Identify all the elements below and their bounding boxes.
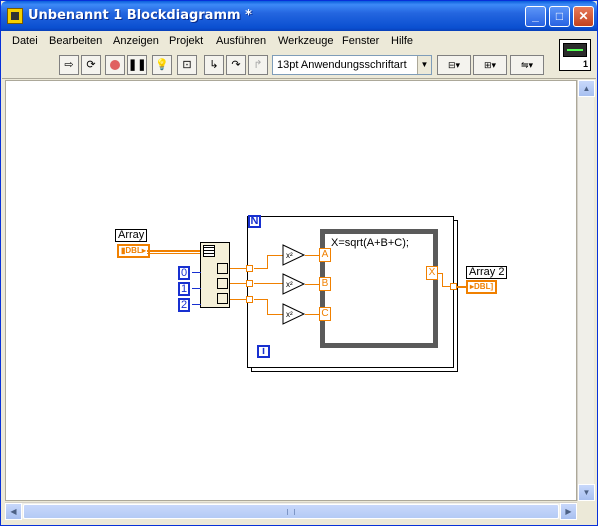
- formula-input-c[interactable]: C: [319, 307, 331, 321]
- loop-tunnel-c[interactable]: [246, 296, 253, 303]
- wire-c-1[interactable]: [230, 299, 247, 300]
- wire-x-2[interactable]: [442, 273, 443, 286]
- menu-werkzeuge[interactable]: Werkzeuge: [278, 35, 334, 47]
- reorder-icon[interactable]: ⇋▾: [510, 55, 544, 75]
- square-function-a[interactable]: x²: [282, 244, 306, 266]
- array2-output-type: DBL: [474, 282, 491, 291]
- menu-fenster[interactable]: Fenster: [342, 35, 380, 47]
- font-select-value: 13pt Anwendungsschriftart: [277, 59, 407, 71]
- abort-icon[interactable]: [105, 55, 125, 75]
- index-output-2: [217, 293, 228, 304]
- array-input-label: Array: [115, 229, 148, 242]
- scroll-up-icon[interactable]: ▲: [578, 80, 595, 97]
- menu-datei[interactable]: Datei: [12, 35, 38, 47]
- array2-output-label: Array 2: [466, 266, 508, 279]
- menu-anzeigen[interactable]: Anzeigen: [113, 35, 159, 47]
- index-constant-0[interactable]: 0: [178, 266, 190, 280]
- highlight-execution-icon[interactable]: 💡: [152, 55, 172, 75]
- output-wire[interactable]: [457, 286, 467, 288]
- menu-bar: Datei Bearbeiten Anzeigen Projekt Ausfüh…: [2, 31, 596, 51]
- wire-a-2[interactable]: [254, 268, 267, 269]
- minimize-button[interactable]: _: [525, 6, 546, 27]
- horizontal-scrollbar[interactable]: ◀ ▶: [5, 502, 577, 520]
- wire-b-5[interactable]: [305, 284, 320, 285]
- vi-icon-number: 1: [582, 59, 588, 69]
- scroll-right-icon[interactable]: ▶: [560, 503, 577, 520]
- grip-icon: [287, 509, 295, 515]
- menu-bearbeiten[interactable]: Bearbeiten: [49, 35, 103, 47]
- formula-input-b[interactable]: B: [319, 277, 331, 291]
- wire-a-4[interactable]: [267, 255, 283, 256]
- vi-icon-screen: [563, 43, 587, 57]
- resize-corner[interactable]: [577, 502, 594, 519]
- menu-ausfuehren[interactable]: Ausführen: [216, 35, 267, 47]
- maximize-button[interactable]: □: [549, 6, 570, 27]
- loop-tunnel-b[interactable]: [246, 280, 253, 287]
- input-wire[interactable]: [147, 250, 201, 252]
- labview-app-icon[interactable]: [7, 8, 23, 24]
- constant-wire-0[interactable]: [192, 272, 201, 273]
- vi-icon[interactable]: 1: [559, 39, 591, 71]
- square-symbol-a: x²: [286, 251, 293, 260]
- wire-c-2[interactable]: [254, 299, 267, 300]
- index-array-node[interactable]: [200, 242, 230, 308]
- run-arrow-icon[interactable]: ⇨: [59, 55, 79, 75]
- wire-c-3[interactable]: [267, 299, 268, 314]
- wire-b-1[interactable]: [230, 283, 247, 284]
- input-wire-2: [147, 253, 201, 254]
- step-out-icon[interactable]: ↱: [248, 55, 268, 75]
- square-function-b[interactable]: x²: [282, 273, 306, 295]
- step-into-icon[interactable]: ↳: [204, 55, 224, 75]
- formula-input-a[interactable]: A: [319, 248, 331, 262]
- wire-c-5[interactable]: [305, 314, 320, 315]
- square-symbol-b: x²: [286, 280, 293, 289]
- array2-output-terminal[interactable]: ▸DBL]: [466, 280, 498, 294]
- wire-a-3[interactable]: [267, 255, 268, 269]
- wire-a-5[interactable]: [305, 255, 320, 256]
- index-output-0: [217, 263, 228, 274]
- step-over-icon[interactable]: ↷: [226, 55, 246, 75]
- chevron-down-icon[interactable]: ▼: [417, 56, 431, 74]
- run-continuously-icon[interactable]: ⟳: [81, 55, 101, 75]
- wire-b-2[interactable]: [254, 283, 283, 284]
- horizontal-scroll-thumb[interactable]: [23, 504, 559, 519]
- index-output-1: [217, 278, 228, 289]
- square-function-c[interactable]: x²: [282, 303, 306, 325]
- align-objects-icon[interactable]: ⊟▾: [437, 55, 471, 75]
- formula-output-x[interactable]: X: [426, 266, 438, 280]
- font-select[interactable]: 13pt Anwendungsschriftart ▼: [272, 55, 432, 75]
- square-symbol-c: x²: [286, 310, 293, 319]
- array-input-terminal[interactable]: ▮DBL▸: [117, 244, 150, 258]
- wire-x-1[interactable]: [438, 273, 443, 274]
- formula-expression[interactable]: X=sqrt(A+B+C);: [331, 237, 409, 249]
- array-grid-icon: [203, 245, 215, 257]
- scroll-down-icon[interactable]: ▼: [578, 484, 595, 501]
- wire-a-1[interactable]: [230, 268, 247, 269]
- toolbar: ⇨ ⟳ ❚❚ 💡 ⊡ ↳ ↷ ↱ 13pt Anwendungsschrifta…: [2, 51, 596, 79]
- wire-c-4[interactable]: [267, 314, 283, 315]
- loop-tunnel-a[interactable]: [246, 265, 253, 272]
- index-constant-1[interactable]: 1: [178, 282, 190, 296]
- pause-icon[interactable]: ❚❚: [127, 55, 147, 75]
- loop-count-terminal[interactable]: N: [248, 215, 261, 228]
- index-constant-2[interactable]: 2: [178, 298, 190, 312]
- constant-wire-2[interactable]: [192, 304, 201, 305]
- scroll-left-icon[interactable]: ◀: [5, 503, 22, 520]
- constant-wire-1[interactable]: [192, 288, 201, 289]
- close-button[interactable]: ✕: [573, 6, 594, 27]
- distribute-objects-icon[interactable]: ⊞▾: [473, 55, 507, 75]
- window-title: Unbenannt 1 Blockdiagramm *: [28, 8, 252, 23]
- array-input-type: DBL: [125, 246, 142, 255]
- menu-projekt[interactable]: Projekt: [169, 35, 204, 47]
- menu-hilfe[interactable]: Hilfe: [391, 35, 414, 47]
- loop-iteration-terminal: i: [257, 345, 270, 358]
- wire-x-3[interactable]: [442, 286, 451, 287]
- retain-wire-values-icon[interactable]: ⊡: [177, 55, 197, 75]
- vertical-scrollbar[interactable]: ▲ ▼: [577, 80, 595, 501]
- title-bar[interactable]: Unbenannt 1 Blockdiagramm * _ □ ✕: [1, 1, 597, 31]
- loop-output-tunnel[interactable]: [450, 283, 457, 290]
